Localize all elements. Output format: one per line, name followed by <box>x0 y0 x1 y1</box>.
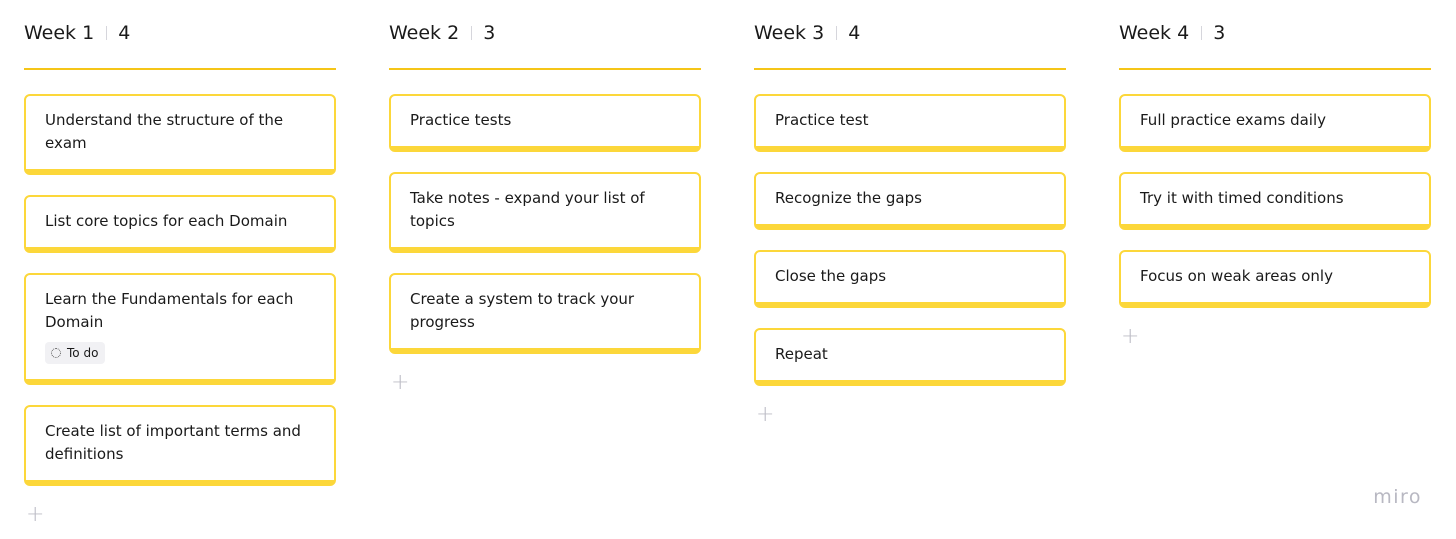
column-title: Week 4 <box>1119 22 1190 44</box>
card[interactable]: Focus on weak areas only <box>1119 250 1431 308</box>
column-header[interactable]: Week 3 4 <box>754 0 1066 70</box>
add-card-button[interactable]: + <box>756 402 775 427</box>
header-divider <box>1201 26 1203 40</box>
card[interactable]: Create list of important terms and defin… <box>24 405 336 486</box>
column-title: Week 1 <box>24 22 95 44</box>
todo-status-icon <box>51 348 61 358</box>
card[interactable]: Practice test <box>754 94 1066 152</box>
column-week-2: Week 2 3 Practice tests Take notes - exp… <box>389 0 701 394</box>
card-text: Full practice exams daily <box>1140 111 1326 129</box>
card[interactable]: Understand the structure of the exam <box>24 94 336 175</box>
card-text: Close the gaps <box>775 267 887 285</box>
card-text: Try it with timed conditions <box>1140 189 1344 207</box>
column-header[interactable]: Week 2 3 <box>389 0 701 70</box>
column-title: Week 3 <box>754 22 825 44</box>
column-week-4: Week 4 3 Full practice exams daily Try i… <box>1119 0 1431 348</box>
column-header[interactable]: Week 4 3 <box>1119 0 1431 70</box>
card-count: 4 <box>848 22 861 44</box>
column-title: Week 2 <box>389 22 460 44</box>
header-divider <box>836 26 838 40</box>
card-text: Practice test <box>775 111 869 129</box>
header-divider <box>471 26 473 40</box>
header-divider <box>106 26 108 40</box>
card-count: 3 <box>1213 22 1226 44</box>
card-text: Repeat <box>775 345 828 363</box>
card-text: Create a system to track your progress <box>410 290 635 331</box>
card-list: Understand the structure of the exam Lis… <box>24 94 336 526</box>
add-card-button[interactable]: + <box>391 370 410 395</box>
card-text: Practice tests <box>410 111 512 129</box>
card[interactable]: List core topics for each Domain <box>24 195 336 253</box>
card[interactable]: Take notes - expand your list of topics <box>389 172 701 253</box>
card-count: 4 <box>118 22 131 44</box>
column-header[interactable]: Week 1 4 <box>24 0 336 70</box>
card[interactable]: Create a system to track your progress <box>389 273 701 354</box>
card-text: List core topics for each Domain <box>45 212 288 230</box>
status-label: To do <box>67 346 99 360</box>
add-card-button[interactable]: + <box>1121 324 1140 349</box>
card-list: Full practice exams daily Try it with ti… <box>1119 94 1431 348</box>
miro-logo: miro <box>1373 486 1422 508</box>
card[interactable]: Close the gaps <box>754 250 1066 308</box>
card-text: Learn the Fundamentals for each Domain <box>45 290 294 331</box>
card-text: Understand the structure of the exam <box>45 111 284 152</box>
column-week-1: Week 1 4 Understand the structure of the… <box>24 0 336 526</box>
kanban-board: Week 1 4 Understand the structure of the… <box>24 0 1444 539</box>
card[interactable]: Repeat <box>754 328 1066 386</box>
add-card-button[interactable]: + <box>26 502 45 527</box>
card-list: Practice test Recognize the gaps Close t… <box>754 94 1066 426</box>
card[interactable]: Practice tests <box>389 94 701 152</box>
card-text: Create list of important terms and defin… <box>45 422 301 463</box>
card[interactable]: Full practice exams daily <box>1119 94 1431 152</box>
status-badge[interactable]: To do <box>45 342 106 364</box>
card-count: 3 <box>483 22 496 44</box>
card[interactable]: Try it with timed conditions <box>1119 172 1431 230</box>
card-list: Practice tests Take notes - expand your … <box>389 94 701 394</box>
card-text: Focus on weak areas only <box>1140 267 1333 285</box>
column-week-3: Week 3 4 Practice test Recognize the gap… <box>754 0 1066 426</box>
card[interactable]: Recognize the gaps <box>754 172 1066 230</box>
card-text: Take notes - expand your list of topics <box>410 189 645 230</box>
card[interactable]: Learn the Fundamentals for each Domain T… <box>24 273 336 385</box>
card-text: Recognize the gaps <box>775 189 922 207</box>
